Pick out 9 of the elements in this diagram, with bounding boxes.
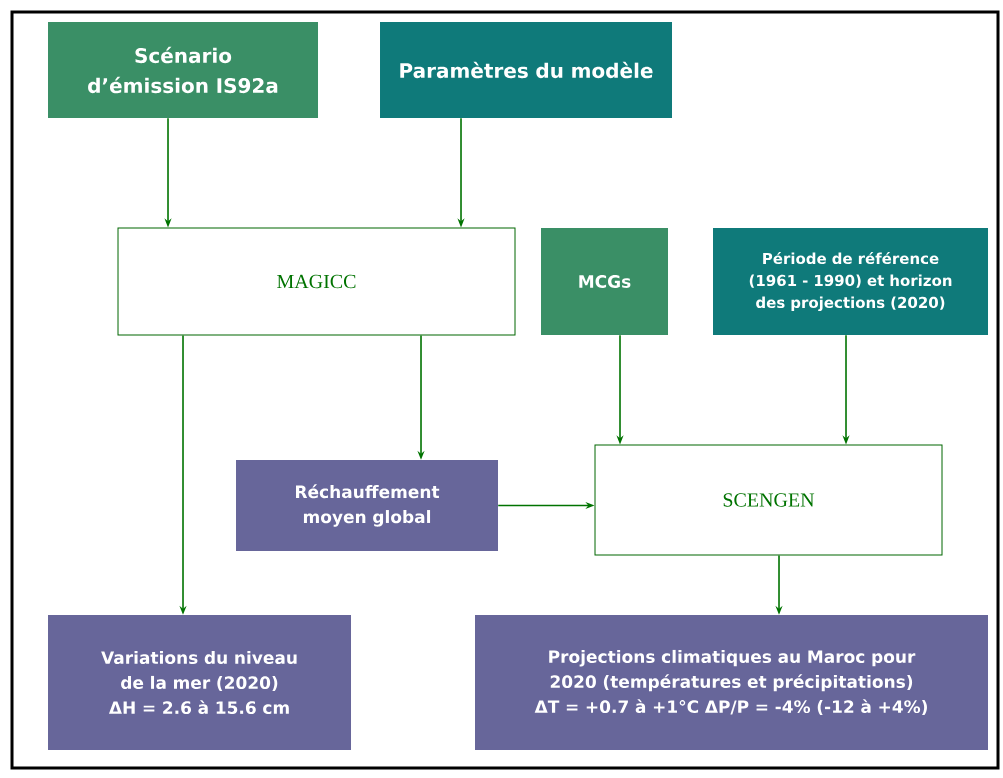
model-box: MAGICC (117, 227, 516, 336)
process-box: Variations du niveau de la mer (2020) ΔH = 2.6 à 15.6 cm (48, 615, 351, 750)
process-box: Période de référence (1961 - 1990) et horizon des projections (2020) (713, 228, 988, 335)
process-box: Projections climatiques au Maroc pour 2020 (températures et précipitations) ΔT = +0.7 à +1°C ΔP/P = -4% (-12 à +4%) (475, 615, 988, 750)
process-box: Paramètres du modèle (380, 22, 672, 118)
process-box: Réchauffement moyen global (236, 460, 498, 551)
model-box: SCENGEN (594, 444, 943, 556)
process-box: Scénario d’émission IS92a (48, 22, 318, 118)
process-box: MCGs (541, 228, 668, 335)
